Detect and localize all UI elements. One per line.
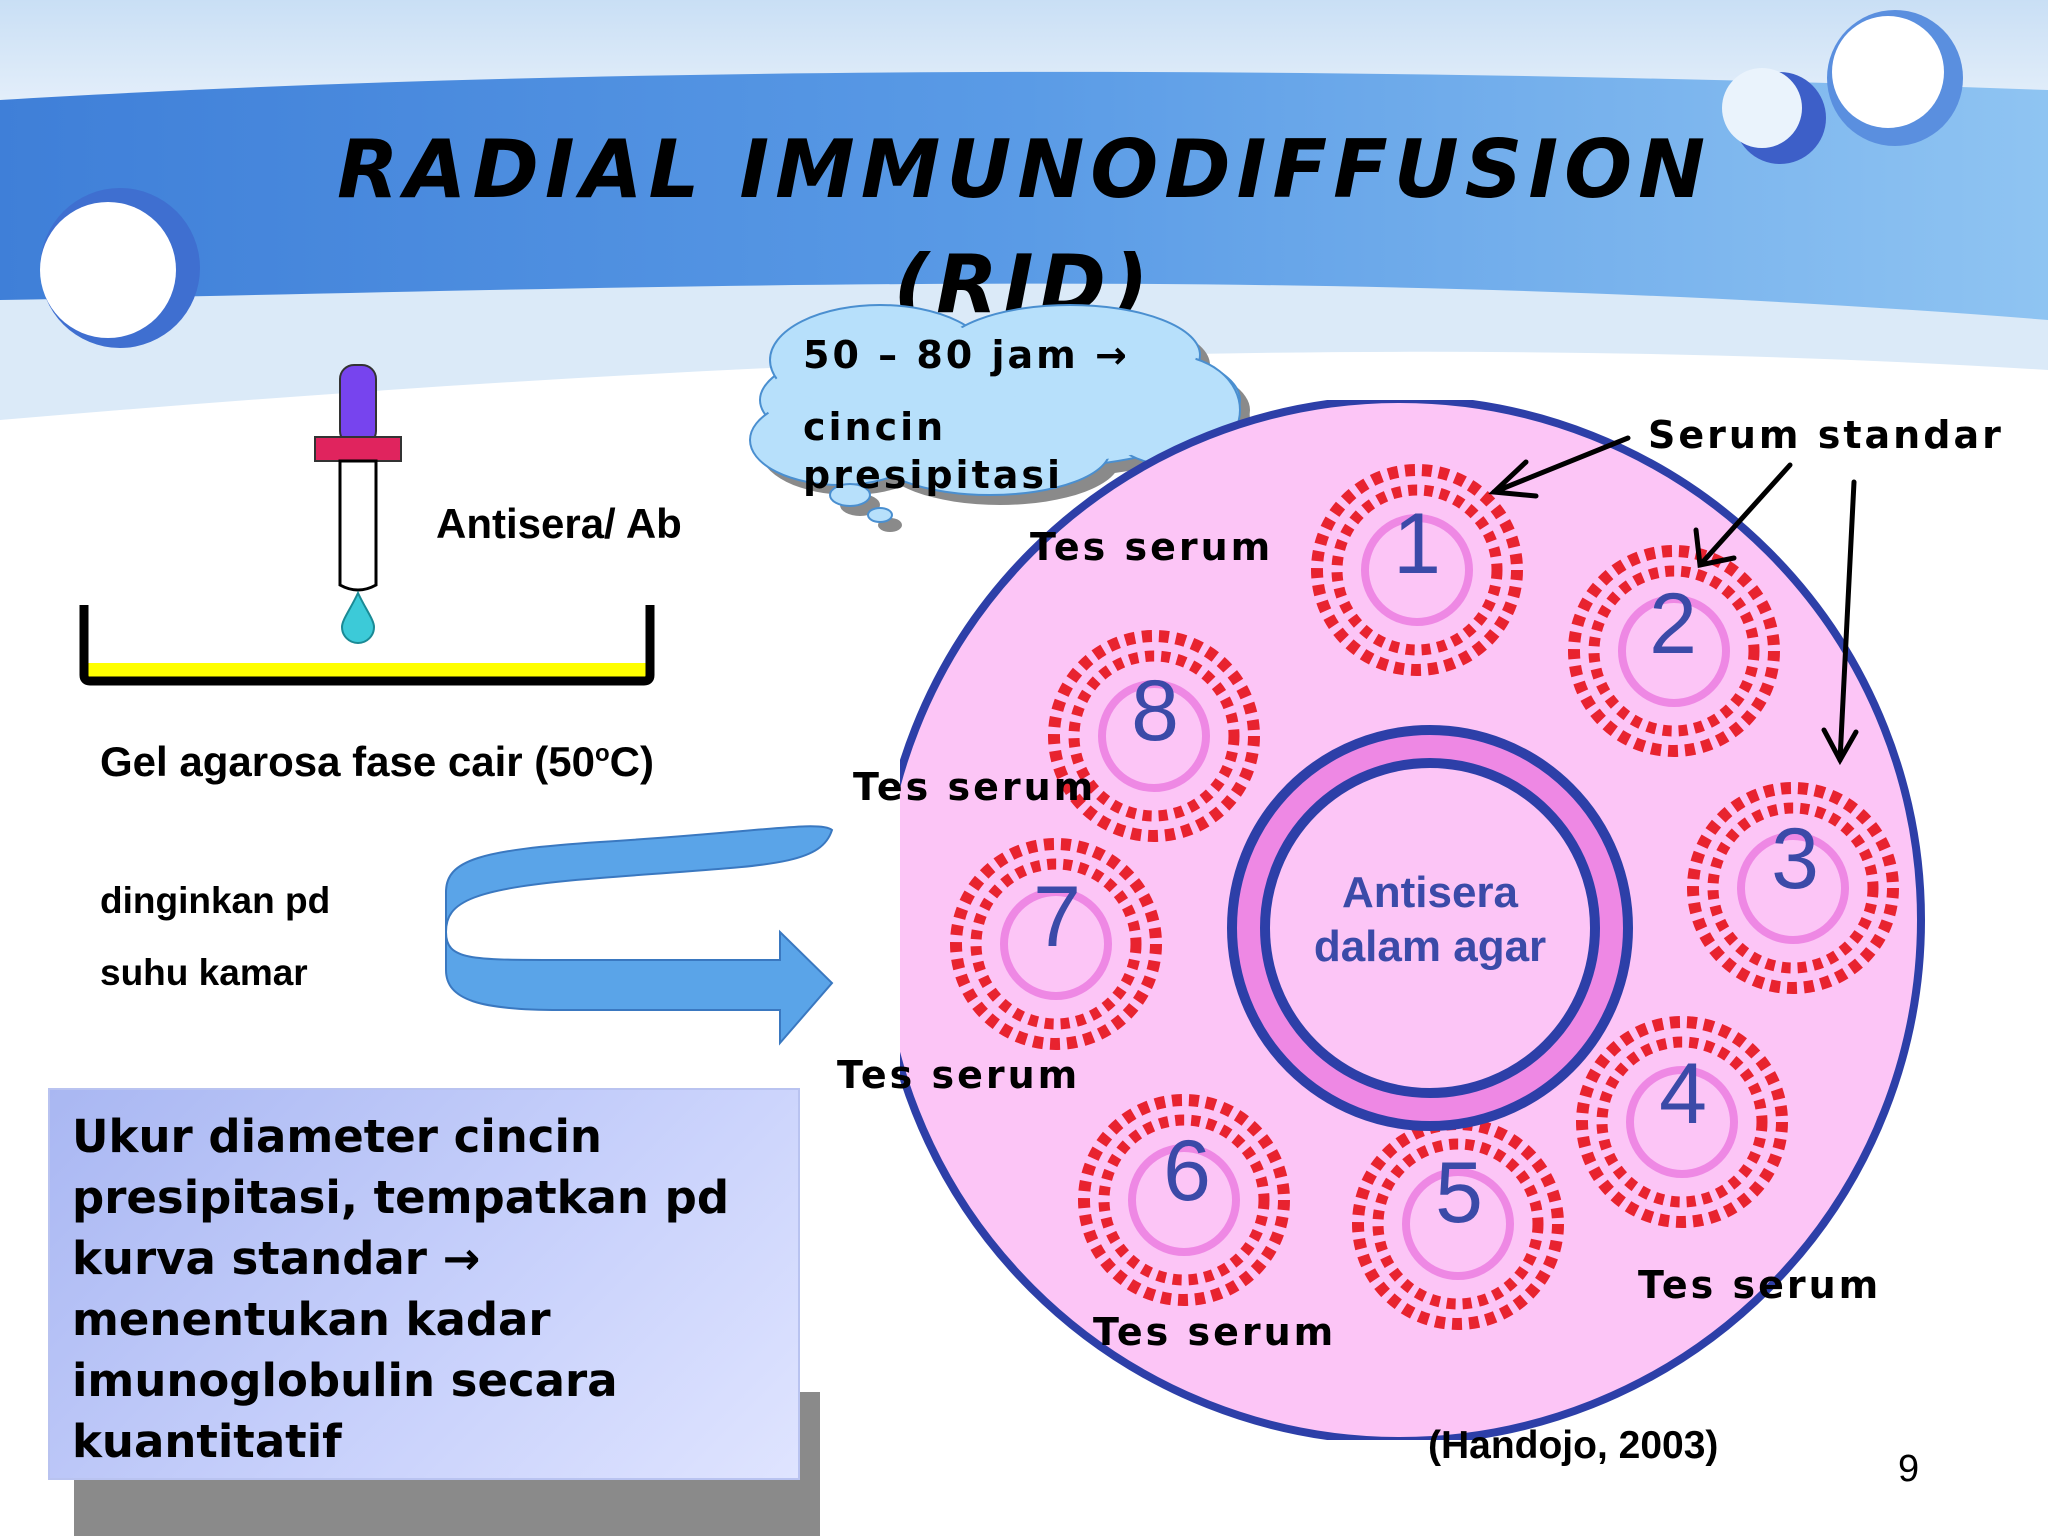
- curved-arrow-shape: [444, 825, 834, 1046]
- outer-precipitation-ring: [950, 838, 1162, 1050]
- label-gel-agarosa: Gel agarosa fase cair (50oC): [100, 738, 654, 786]
- inner-precipitation-ring: [1068, 650, 1240, 822]
- well-4: [1576, 1016, 1788, 1228]
- sample-well: [1361, 514, 1473, 626]
- cloud-text-line1: 50 – 80 jam →: [803, 333, 1130, 377]
- inner-precipitation-ring: [1596, 1036, 1768, 1208]
- well-3-number: 3: [1771, 811, 1819, 907]
- well-5: [1352, 1118, 1564, 1330]
- info-box-text: Ukur diameter cincin presipitasi, tempat…: [72, 1110, 730, 1468]
- label-gel-superscript: o: [594, 740, 610, 767]
- outer-precipitation-ring: [1576, 1016, 1788, 1228]
- info-box: Ukur diameter cincin presipitasi, tempat…: [48, 1088, 800, 1480]
- outer-precipitation-ring: [1078, 1094, 1290, 1306]
- label-tes-serum-4: Tes serum: [1093, 1310, 1337, 1354]
- well-7-number: 7: [1033, 869, 1081, 965]
- outer-precipitation-ring: [1311, 464, 1523, 676]
- well-1: [1311, 464, 1523, 676]
- outer-precipitation-ring: [1352, 1118, 1564, 1330]
- well-1-number: 1: [1393, 496, 1441, 592]
- inner-precipitation-ring: [1098, 1114, 1270, 1286]
- label-gel-text: Gel agarosa fase cair (50: [100, 738, 595, 785]
- wells-group: [950, 464, 1899, 1330]
- cloud-text-line2: cincin: [803, 405, 947, 449]
- sample-well: [1618, 595, 1730, 707]
- arrowhead-2: [1693, 527, 1737, 568]
- petri-dish: [79, 605, 655, 686]
- center-text-line1: Antisera: [1341, 868, 1519, 917]
- well-8: [1048, 630, 1260, 842]
- dropper-bulb: [339, 364, 377, 446]
- well-3: [1687, 782, 1899, 994]
- rid-plate: [900, 400, 1925, 1440]
- well-2: [1568, 545, 1780, 757]
- label-tes-serum-1: Tes serum: [1030, 525, 1274, 569]
- label-serum-standar: Serum standar: [1648, 413, 2004, 457]
- well-5-number: 5: [1435, 1145, 1483, 1241]
- thought-cloud: [749, 304, 1250, 532]
- sample-well: [1000, 888, 1112, 1000]
- inner-precipitation-ring: [1372, 1138, 1544, 1310]
- outer-precipitation-ring: [1048, 630, 1260, 842]
- slide-title-line1: RADIAL IMMUNODIFFUSION: [336, 123, 1712, 216]
- well-7: [950, 838, 1162, 1050]
- blue-banner: [0, 71, 2048, 331]
- sample-well: [1128, 1144, 1240, 1256]
- label-cool-line1: dinginkan pd: [100, 880, 331, 921]
- well-8-number: 8: [1131, 663, 1179, 759]
- cloud-text-line3: presipitasi: [803, 453, 1064, 497]
- arrow-to-well-1: [1491, 435, 1631, 495]
- outer-precipitation-ring: [1687, 782, 1899, 994]
- arrowhead-3: [1821, 727, 1859, 766]
- sample-well: [1098, 680, 1210, 792]
- page-number: 9: [1898, 1448, 1920, 1490]
- dropper-tube: [338, 459, 378, 592]
- label-cool-line2: suhu kamar: [100, 952, 308, 993]
- moon-inner: [1722, 68, 1802, 148]
- inner-precipitation-ring: [1331, 484, 1503, 656]
- inner-precipitation-ring: [970, 858, 1142, 1030]
- sample-well: [1626, 1066, 1738, 1178]
- well-6-number: 6: [1163, 1123, 1211, 1219]
- arrow-to-well-3: [1837, 479, 1857, 763]
- dropper-collar: [314, 436, 402, 462]
- center-text-line2: dalam agar: [1313, 922, 1547, 971]
- sample-well: [1402, 1168, 1514, 1280]
- inner-precipitation-ring: [1707, 802, 1879, 974]
- well-6: [1078, 1094, 1290, 1306]
- arrowhead-1: [1488, 459, 1539, 499]
- center-well-inner: [1260, 758, 1600, 1098]
- dropper-and-dish: [79, 364, 655, 686]
- label-gel-end: C): [609, 738, 654, 785]
- well-4-number: 4: [1659, 1046, 1707, 1142]
- outer-precipitation-ring: [1568, 545, 1780, 757]
- label-tes-serum-5: Tes serum: [1638, 1263, 1882, 1307]
- citation: (Handojo, 2003): [1428, 1424, 1719, 1467]
- label-antisera-ab: Antisera/ Ab: [436, 500, 682, 547]
- serum-standar-arrows: [1488, 435, 1859, 766]
- label-tes-serum-3: Tes serum: [837, 1053, 1081, 1097]
- drop-icon: [340, 590, 376, 644]
- arrow-to-well-2: [1697, 462, 1793, 568]
- left-ring-inner: [40, 202, 176, 338]
- inner-precipitation-ring: [1588, 565, 1760, 737]
- right-ring-inner: [1832, 16, 1944, 128]
- gel-layer: [84, 663, 650, 679]
- label-tes-serum-2: Tes serum: [853, 765, 1097, 809]
- curved-arrow-icon: [444, 825, 834, 1046]
- well-2-number: 2: [1649, 576, 1697, 672]
- sample-well: [1737, 832, 1849, 944]
